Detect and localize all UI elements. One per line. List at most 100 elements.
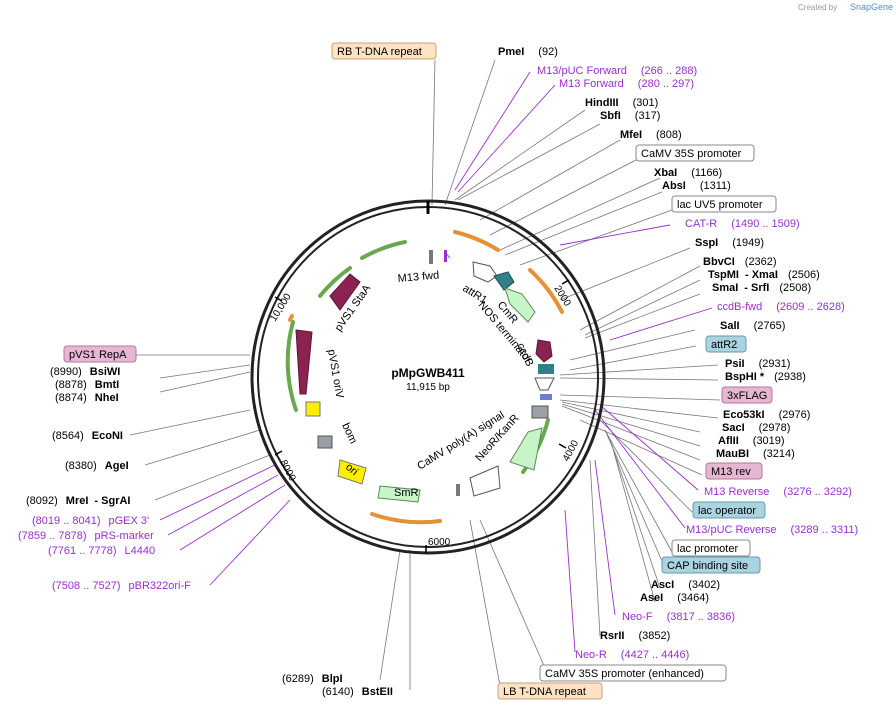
tick-label-6000: 6000 [428,537,451,548]
site-blpi: (6289)BlpI [282,673,343,685]
primer-neo-f: Neo-F(3817 .. 3836) [622,611,735,623]
site-pmei: PmeI(92) [498,46,558,58]
box-lac-promoter-label: lac promoter [677,543,738,555]
primer-pbr322ori-f: (7508 .. 7527)pBR322ori-F [52,580,191,592]
box-cap-binding-label: CAP binding site [667,560,748,572]
orf-arc-top-left [360,240,407,260]
site-mrei: (8092)MreI- SgrAI [26,495,130,507]
box-pvs1-repa: pVS1 RepA [63,345,137,363]
bottom-labels: (6289)BlpI (6140)BstEII [282,673,393,698]
tick-8000 [274,450,283,456]
orf-arc-bottom [370,512,442,525]
box-camv35s-enh-label: CaMV 35S promoter (enhanced) [545,668,704,680]
box-lacuv5-label: lac UV5 promoter [677,199,763,211]
site-maubi: MauBI(3214) [716,448,795,460]
flag-marker [540,394,552,400]
tick-label-4000: 4000 [561,438,581,463]
primer-cat-r: CAT-R(1490 .. 1509) [685,218,800,230]
site-aflii: AflII(3019) [718,435,785,447]
pvs1-oriv-box [305,401,321,417]
nos-terminator-box [531,405,549,419]
ori-arrow [337,459,367,485]
label-pvs1-oriv: pVS1 oriV [325,348,346,400]
box-lac-operator-label: lac operator [698,505,756,517]
box-lb-t-dna-label: LB T-DNA repeat [503,686,586,698]
site-sbfi: SbfI(317) [600,110,660,122]
box-camv35s: CaMV 35S promoter [635,144,755,162]
orf-arc-left [285,320,298,412]
attr1-marker [493,271,515,291]
box-3xflag-label: 3xFLAG [727,390,767,402]
tick-4000 [558,443,567,449]
site-sali: SalI(2765) [720,320,785,332]
site-rsrii: RsrII(3852) [600,630,670,642]
tick-2000 [561,279,570,285]
site-bsphi: BspHI *(2938) [725,371,806,383]
cmr-arrow [504,287,536,323]
primer-pgex3: (8019 .. 8041)pGEX 3' [32,515,149,527]
site-bmti: (8878)BmtI [55,379,119,391]
box-pvs1-repa-label: pVS1 RepA [69,349,127,361]
primer-neo-r: Neo-R(4427 .. 4446) [575,649,689,661]
box-camv35s-enh: CaMV 35S promoter (enhanced) [539,664,727,682]
box-m13-rev: M13 rev [705,462,763,480]
primer-m13-reverse: M13 Reverse(3276 .. 3292) [704,486,852,498]
ccdb-arrow [535,339,553,363]
right-labels: PmeI(92) M13/pUC Forward(266 .. 288) M13… [498,46,858,661]
box-cap-binding: CAP binding site [661,556,761,574]
label-smr: SmR [394,487,419,499]
site-bbvci: BbvCI(2362) [703,256,777,268]
orf-arc-upper-left [318,266,352,298]
site-bsiwi: (8990)BsiWI [50,366,120,378]
orf-arc-top [453,230,500,252]
attr2-arrow [534,377,555,391]
label-m13-fwd: M13 fwd [397,269,439,285]
plasmid-name: pMpGWB411 [391,366,465,380]
orf-arc-upper-right [528,268,564,314]
site-mfei: MfeI(808) [620,129,682,141]
site-agei: (8380)AgeI [65,460,129,472]
attr1-arrow [472,261,498,283]
primer-m13-forward: M13 Forward(280 .. 297) [559,78,694,90]
m13-primer-marker [444,250,447,262]
site-tspmi: TspMI- XmaI(2506) [708,269,820,281]
label-bom: bom [339,421,359,445]
pvs1-repa-arrow [295,329,313,395]
site-saci: SacI(2978) [722,422,790,434]
box-3xflag: 3xFLAG [721,386,773,404]
site-eco53ki: Eco53kI(2976) [723,409,810,421]
primer-m13puc-fwd: M13/pUC Forward(266 .. 288) [537,65,697,77]
box-lac-promoter: lac promoter [671,539,751,557]
site-absi: AbsI(1311) [662,180,731,192]
box-attr2-label: attR2 [711,339,737,351]
box-rb-t-dna-label: RB T-DNA repeat [337,46,422,58]
box-m13-rev-label: M13 rev [711,466,751,478]
brand-created-by: Created by [798,3,837,12]
primer-ccdb-fwd: ccdB-fwd(2609 .. 2628) [717,301,845,313]
site-smai: SmaI- SrfI(2508) [712,282,811,294]
bom-box [317,435,333,449]
primer-l4440: (7761 .. 7778)L4440 [48,545,155,557]
primer-m13puc-rev: M13/pUC Reverse(3289 .. 3311) [686,524,858,536]
site-econi: (8564)EcoNI [52,430,123,442]
primer-leader-lines [159,71,713,653]
camv-polya-marker [456,484,460,496]
site-nhei: (8874)NheI [55,392,119,404]
site-xbai: XbaI(1166) [654,167,722,179]
camv35s-enh-arrow [469,465,501,497]
tick-10000 [274,296,283,302]
leader-lines [129,59,721,690]
site-asei: AseI(3464) [640,592,709,604]
site-hindiii: HindIII(301) [585,97,658,109]
smr-arrow [377,485,421,503]
site-sspi: SspI(1949) [695,237,764,249]
box-rb-t-dna: RB T-DNA repeat [331,42,437,60]
attr2-marker [538,364,554,374]
box-camv35s-label: CaMV 35S promoter [641,148,742,160]
site-psii: PsiI(2931) [725,358,790,370]
neor-arrow [509,427,543,471]
box-attr2: attR2 [705,335,747,353]
site-bsteii: (6140)BstEII [322,686,393,698]
m13-fwd-marker [429,250,433,264]
